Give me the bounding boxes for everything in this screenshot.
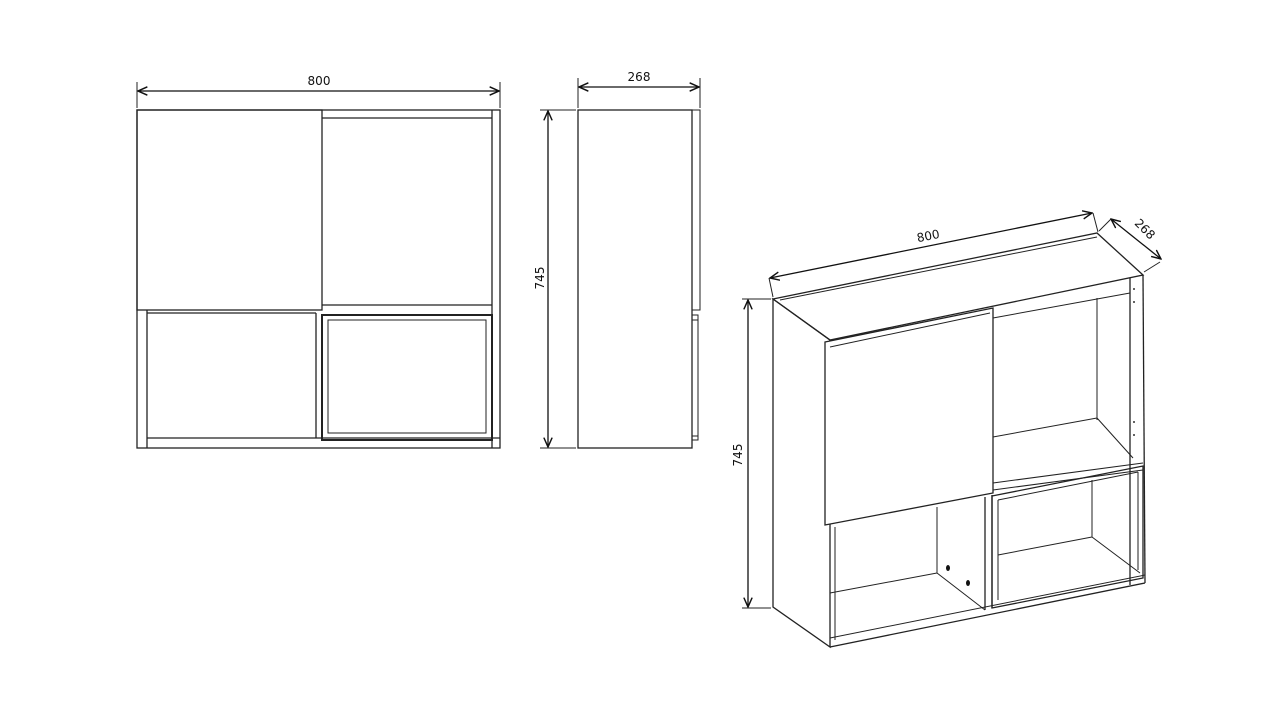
hinge-hole <box>966 580 970 586</box>
side-view: 268 745 <box>533 70 701 449</box>
iso-open-box <box>991 465 1144 609</box>
open-box-frame <box>321 314 493 441</box>
cabinet-outline <box>136 109 501 449</box>
isometric-view: 800 268 745 <box>731 213 1161 649</box>
iso-door-panel <box>824 307 994 526</box>
hinge-hole <box>946 565 950 571</box>
depth-dimension-label: 268 <box>628 70 651 84</box>
iso-width-dimension-line <box>770 213 1092 278</box>
side-panel <box>577 109 693 449</box>
front-view: 800 <box>136 74 501 449</box>
iso-width-dimension-label: 800 <box>916 227 941 245</box>
height-dimension-label: 745 <box>533 267 547 290</box>
door-panel <box>136 109 323 311</box>
iso-depth-dimension-line <box>1111 219 1161 259</box>
width-dimension-label: 800 <box>308 74 331 88</box>
iso-height-dimension-label: 745 <box>731 444 745 467</box>
left-side-panel <box>772 297 831 649</box>
door-edge <box>691 109 701 311</box>
